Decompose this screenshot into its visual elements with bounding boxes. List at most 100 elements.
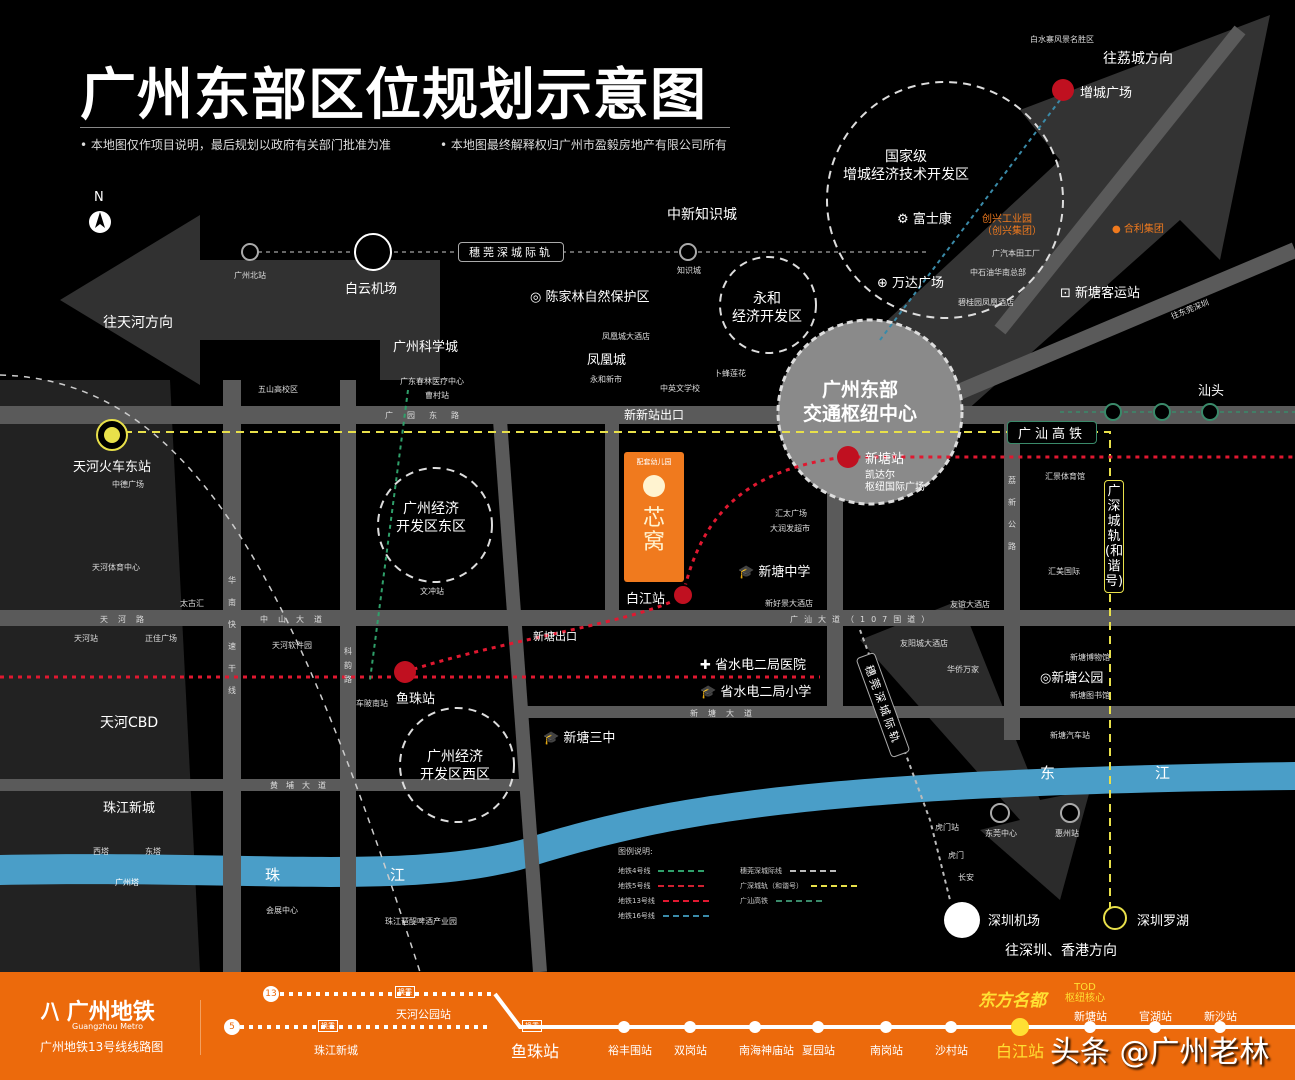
metro-station-label[interactable]: 珠江新城 xyxy=(314,1044,358,1057)
project-marker[interactable]: 配套幼儿园 芯窝 xyxy=(624,452,684,582)
disclaimer-1: • 本地图仅作项目说明，最后规划以政府有关部门批准为准 xyxy=(80,138,391,152)
poi: 虎门站 xyxy=(935,823,959,832)
zone-circles xyxy=(377,81,1064,823)
poi: 西塔 xyxy=(93,847,109,856)
zone-west: 广州经济开发区西区 xyxy=(420,749,490,783)
metro-station-label[interactable]: 鱼珠站 xyxy=(511,1042,560,1061)
place-zhujiang: 珠江新城 xyxy=(103,801,156,816)
metro-station-dot[interactable] xyxy=(945,1021,957,1033)
airport-sz-marker[interactable] xyxy=(944,902,980,938)
poi: 东莞中心 xyxy=(985,829,1017,838)
poi: 广汽本田工厂 xyxy=(992,249,1040,258)
metro-station-label[interactable]: 新沙站 xyxy=(1204,1010,1237,1023)
legend-item: 穗莞深城际线 xyxy=(740,866,836,876)
poi: 文冲站 xyxy=(420,587,444,596)
river xyxy=(0,762,1295,887)
poi: 汇太广场 xyxy=(775,509,807,518)
metro-station-dot[interactable] xyxy=(1149,1021,1161,1033)
poi: 华侨万家 xyxy=(947,665,979,674)
metro-station-dot[interactable] xyxy=(812,1021,824,1033)
metro-line-bar: ﾉ\ 广州地铁 Guangzhou Metro 广州地铁13号线线路图 13 5… xyxy=(0,972,1295,1080)
compass-label: N xyxy=(94,190,104,205)
place-fushikang: ⚙ 富士康 xyxy=(897,212,952,227)
station-baijiang-marker[interactable] xyxy=(672,584,694,606)
poi: 大润发超市 xyxy=(770,524,810,533)
place-xintang3: 🎓 新塘三中 xyxy=(543,731,616,746)
legend-item: 广汕高铁 xyxy=(740,896,822,906)
legend-label: 地铁4号线 xyxy=(618,867,651,875)
zone-hub: 广州东部交通枢纽中心 xyxy=(803,379,918,425)
poi: 广州北站 xyxy=(234,271,266,280)
station-zengcheng-marker[interactable] xyxy=(1052,79,1074,101)
poi: 正佳广场 xyxy=(145,634,177,643)
station-dongguan-marker[interactable] xyxy=(990,803,1010,823)
metro-station-dot[interactable] xyxy=(1011,1018,1029,1036)
station-yuzhu-label[interactable]: 鱼珠站 xyxy=(396,692,436,707)
poi: 知识城 xyxy=(677,266,701,275)
poi: 长安 xyxy=(958,873,974,882)
direction-northeast: 往荔城方向 xyxy=(1103,51,1173,67)
legend-swatch xyxy=(811,885,857,887)
station-zhishicheng-marker[interactable] xyxy=(679,243,697,261)
project-name: 芯窝 xyxy=(642,506,665,555)
place-tianhe-cbd: 天河CBD xyxy=(100,715,159,731)
legend-swatch xyxy=(658,885,705,887)
poi: 广州塔 xyxy=(115,878,139,887)
station-shantou2-marker[interactable] xyxy=(1153,403,1171,421)
metro-station-label[interactable]: 白江站 xyxy=(996,1042,1045,1061)
metro-station-label[interactable]: 新塘站 xyxy=(1074,1010,1107,1023)
station-baijiang-label[interactable]: 白江站 xyxy=(626,592,666,607)
train-icon xyxy=(104,427,120,443)
river-zhujiang: 珠江 xyxy=(265,866,516,884)
metro-station-dot[interactable] xyxy=(1084,1021,1096,1033)
station-xintang-label[interactable]: 新塘站 xyxy=(865,452,905,467)
metro-logo: ﾉ\ 广州地铁 xyxy=(40,1000,155,1025)
station-xintang-marker[interactable] xyxy=(837,446,859,468)
poi: 珠江琶醍啤酒产业园 xyxy=(385,917,457,926)
poi: 曹村站 xyxy=(425,391,449,400)
poi: 新塘汽车站 xyxy=(1050,731,1090,740)
metro-station-dot[interactable] xyxy=(618,1021,630,1033)
poi: 汇美国际 xyxy=(1048,567,1080,576)
metro-station-label[interactable]: 裕丰围站 xyxy=(608,1044,652,1057)
metro-station-dot[interactable] xyxy=(684,1021,696,1033)
metro-station-dot[interactable] xyxy=(749,1021,761,1033)
station-shantou3-marker[interactable] xyxy=(1201,403,1219,421)
road-xintang-ave: 新塘大道 xyxy=(690,709,762,718)
place-xintang-bus: ⊡ 新塘客运站 xyxy=(1060,286,1141,301)
metro-station-label[interactable]: 双岗站 xyxy=(674,1044,707,1057)
airport-baiyun-marker[interactable] xyxy=(354,233,392,271)
sun-logo-icon xyxy=(643,475,665,497)
poi: 天河软件园 xyxy=(272,641,312,650)
metro-station-label[interactable]: 南岗站 xyxy=(870,1044,903,1057)
place-hospital: ✚ 省水电二局医院 xyxy=(700,658,807,673)
station-huizhou-marker[interactable] xyxy=(1060,803,1080,823)
legend-swatch xyxy=(790,870,836,872)
metro-logo-en: Guangzhou Metro xyxy=(72,1022,144,1031)
metro-station-label[interactable]: 夏园站 xyxy=(802,1044,835,1057)
rail-label-sgs: 穗莞深城际轨 xyxy=(458,242,564,262)
exit-xintang: 新塘出口 xyxy=(533,630,577,643)
place-wanda: ⊕ 万达广场 xyxy=(877,276,945,291)
metro-line-16 xyxy=(879,99,1061,341)
metro-station-dot[interactable] xyxy=(880,1021,892,1033)
metro-station-label[interactable]: 天河公园站 xyxy=(396,1008,451,1021)
road-zhongshan: 中山大道 xyxy=(260,615,332,624)
metro-station-label[interactable]: 沙村站 xyxy=(935,1044,968,1057)
exit-xinxin: 新新站出口 xyxy=(624,408,685,422)
disclaimer-text: 本地图最终解释权归广州市盈毅房地产有限公司所有 xyxy=(450,138,727,152)
place-science-city: 广州科学城 xyxy=(393,340,459,355)
metro-station-dot[interactable] xyxy=(1214,1021,1226,1033)
place-baiyun-airport: 白云机场 xyxy=(345,282,398,297)
rail-gsgt xyxy=(110,431,1111,910)
station-yuzhu-marker[interactable] xyxy=(394,661,416,683)
station-luohu-marker[interactable] xyxy=(1103,906,1127,930)
station-shantou1-marker[interactable] xyxy=(1104,403,1122,421)
legend-label: 地铁13号线 xyxy=(618,897,655,905)
metro-station-label[interactable]: 官湖站 xyxy=(1139,1010,1172,1023)
poi: 凤凰城大酒店 xyxy=(602,332,650,341)
station-gz-north-marker[interactable] xyxy=(241,243,259,261)
poi: 惠州站 xyxy=(1055,829,1079,838)
metro-station-label[interactable]: 南海神庙站 xyxy=(739,1044,794,1057)
